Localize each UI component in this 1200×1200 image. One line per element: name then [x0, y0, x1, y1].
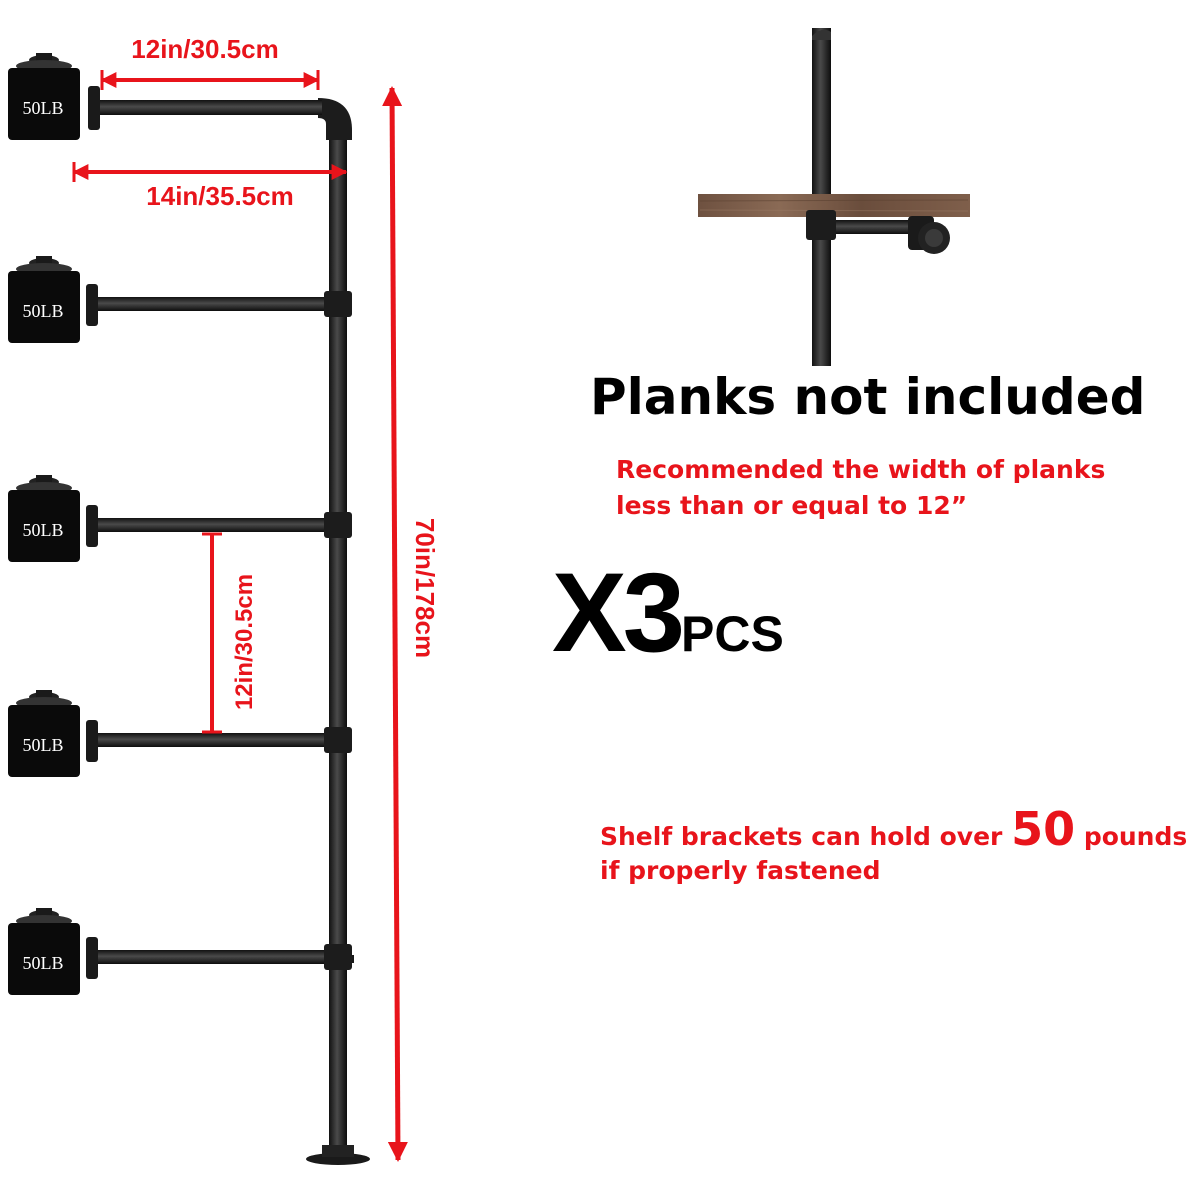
dimension-top-arm-label: 12in/30.5cm [131, 34, 278, 64]
weight-label-1: 50LB [22, 98, 63, 118]
inset-tee [806, 210, 836, 240]
capacity-line1: Shelf brackets can hold over 50 pounds [600, 806, 1190, 854]
quantity-count: X3 [552, 550, 685, 675]
shelf-arm-5 [86, 937, 352, 979]
dimension-arm-depth: 14in/35.5cm [72, 162, 348, 211]
capacity-value: 50 [1011, 802, 1076, 856]
top-wall-flange [88, 86, 100, 130]
quantity-label: X3PCS [552, 548, 784, 677]
plank-recommendation: Recommended the width of planks less tha… [616, 452, 1176, 524]
capacity-line2: if properly fastened [600, 856, 881, 885]
plank-recommendation-line1: Recommended the width of planks [616, 455, 1106, 484]
capacity-post: pounds [1083, 822, 1188, 851]
weight-3: 50LB [8, 475, 80, 562]
dimension-arm-depth-label: 14in/35.5cm [146, 181, 293, 211]
floor-flange-neck [322, 1145, 354, 1157]
dimension-total-height-label: 70in/178cm [410, 518, 440, 658]
dimension-total-height: 70in/178cm [382, 86, 440, 1162]
weight-label-2: 50LB [22, 301, 63, 321]
vertical-pipe [329, 128, 347, 958]
floor-pipe [329, 963, 347, 1155]
planks-notice: Planks not included [590, 368, 1146, 426]
shelf-arm-4 [86, 720, 352, 762]
weight-label-3: 50LB [22, 520, 63, 540]
shelf-arm-2 [86, 284, 352, 326]
weight-1: 50LB [8, 53, 80, 140]
weight-5: 50LB [8, 908, 80, 995]
plank-detail-inset [698, 28, 970, 366]
capacity-note: Shelf brackets can hold over 50 pounds i… [600, 806, 1190, 888]
top-elbow [318, 98, 352, 140]
pipe-frame [86, 86, 370, 1165]
dimension-shelf-spacing: 12in/30.5cm [202, 532, 258, 734]
weight-2: 50LB [8, 256, 80, 343]
shelf-arm-3 [86, 505, 352, 547]
weight-label-5: 50LB [22, 953, 63, 973]
weight-label-4: 50LB [22, 735, 63, 755]
capacity-pre: Shelf brackets can hold over [600, 822, 1003, 851]
dimension-top-arm: 12in/30.5cm [100, 34, 320, 90]
dimension-shelf-spacing-label: 12in/30.5cm [231, 574, 258, 710]
inset-arm [836, 220, 918, 234]
top-arm-pipe [100, 100, 322, 115]
plank-recommendation-line2: less than or equal to 12” [616, 491, 968, 520]
quantity-unit: PCS [681, 606, 784, 662]
weight-4: 50LB [8, 690, 80, 777]
